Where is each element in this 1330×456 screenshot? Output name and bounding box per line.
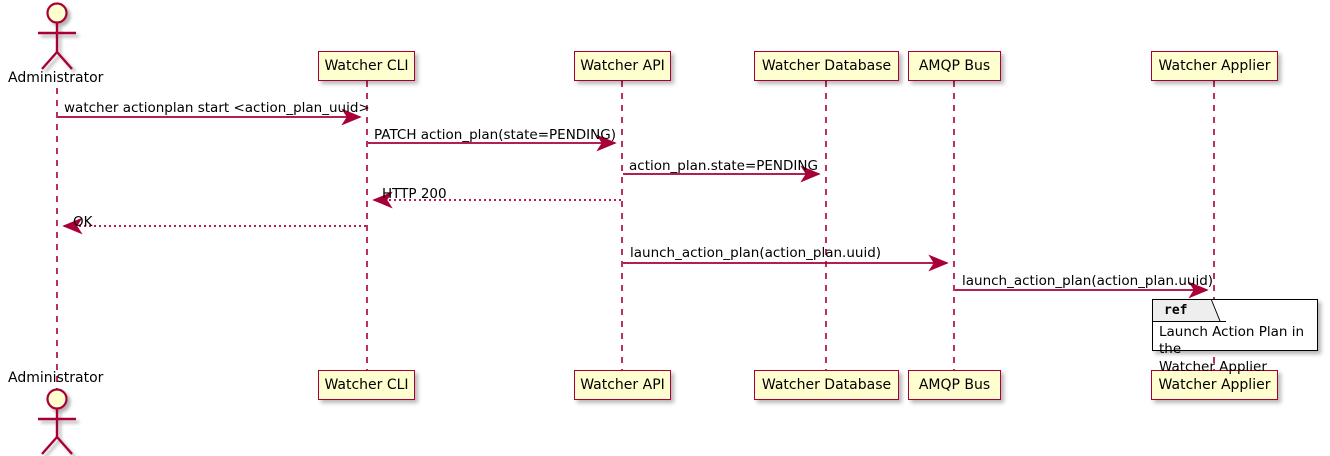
message-label-2: PATCH action_plan(state=PENDING): [374, 127, 616, 143]
participant-label: Watcher Database: [761, 377, 892, 393]
participant-box-watcher-cli-bottom[interactable]: Watcher CLI: [318, 370, 415, 400]
message-label-3: action_plan.state=PENDING: [629, 158, 818, 174]
ref-fragment-launch-action-plan[interactable]: ref Launch Action Plan in the Watcher Ap…: [1152, 299, 1318, 375]
ref-fragment-tab-label: ref: [1164, 303, 1188, 318]
lifelines: [56, 81, 1215, 390]
participant-label: AMQP Bus: [918, 58, 991, 74]
message-arrows: [58, 108, 1209, 299]
message-label-5: OK: [73, 214, 93, 230]
participant-box-amqp-bus-bottom[interactable]: AMQP Bus: [908, 370, 1001, 400]
participant-box-watcher-cli-top[interactable]: Watcher CLI: [318, 51, 415, 81]
participant-label: Watcher Applier: [1158, 377, 1271, 393]
message-label-4: HTTP 200: [382, 186, 447, 202]
participant-label: Watcher Database: [761, 58, 892, 74]
participant-box-watcher-applier-top[interactable]: Watcher Applier: [1151, 51, 1278, 81]
participant-box-amqp-bus-top[interactable]: AMQP Bus: [908, 51, 1001, 81]
participant-label: Watcher API: [580, 377, 665, 393]
ref-fragment-tab: [1153, 300, 1235, 322]
participant-box-watcher-api-bottom[interactable]: Watcher API: [574, 370, 671, 400]
participant-box-watcher-database-bottom[interactable]: Watcher Database: [754, 370, 899, 400]
participant-label: Watcher CLI: [324, 377, 409, 393]
participant-label: Watcher API: [580, 58, 665, 74]
actor-label-administrator-top: Administrator: [8, 70, 104, 86]
ref-fragment-body-line-1: Launch Action Plan in the: [1159, 324, 1305, 358]
actor-administrator-top: [38, 2, 76, 70]
participant-box-watcher-api-top[interactable]: Watcher API: [574, 51, 671, 81]
ref-fragment-tab-notch: [1211, 300, 1235, 321]
participant-box-watcher-database-top[interactable]: Watcher Database: [754, 51, 899, 81]
participant-label: Watcher CLI: [324, 58, 409, 74]
participant-label: AMQP Bus: [918, 377, 991, 393]
message-label-1: watcher actionplan start <action_plan_uu…: [64, 100, 370, 116]
message-label-7: launch_action_plan(action_plan.uuid): [962, 273, 1214, 289]
participant-box-watcher-applier-bottom[interactable]: Watcher Applier: [1151, 370, 1278, 400]
message-label-6: launch_action_plan(action_plan.uuid): [630, 245, 882, 261]
participant-label: Watcher Applier: [1158, 58, 1271, 74]
actor-label-administrator-bottom: Administrator: [8, 370, 104, 386]
ref-fragment-body: Launch Action Plan in the Watcher Applie…: [1159, 324, 1319, 376]
actor-administrator-bottom: [38, 388, 76, 455]
ref-fragment-body-line-2: Watcher Applier: [1159, 358, 1267, 375]
